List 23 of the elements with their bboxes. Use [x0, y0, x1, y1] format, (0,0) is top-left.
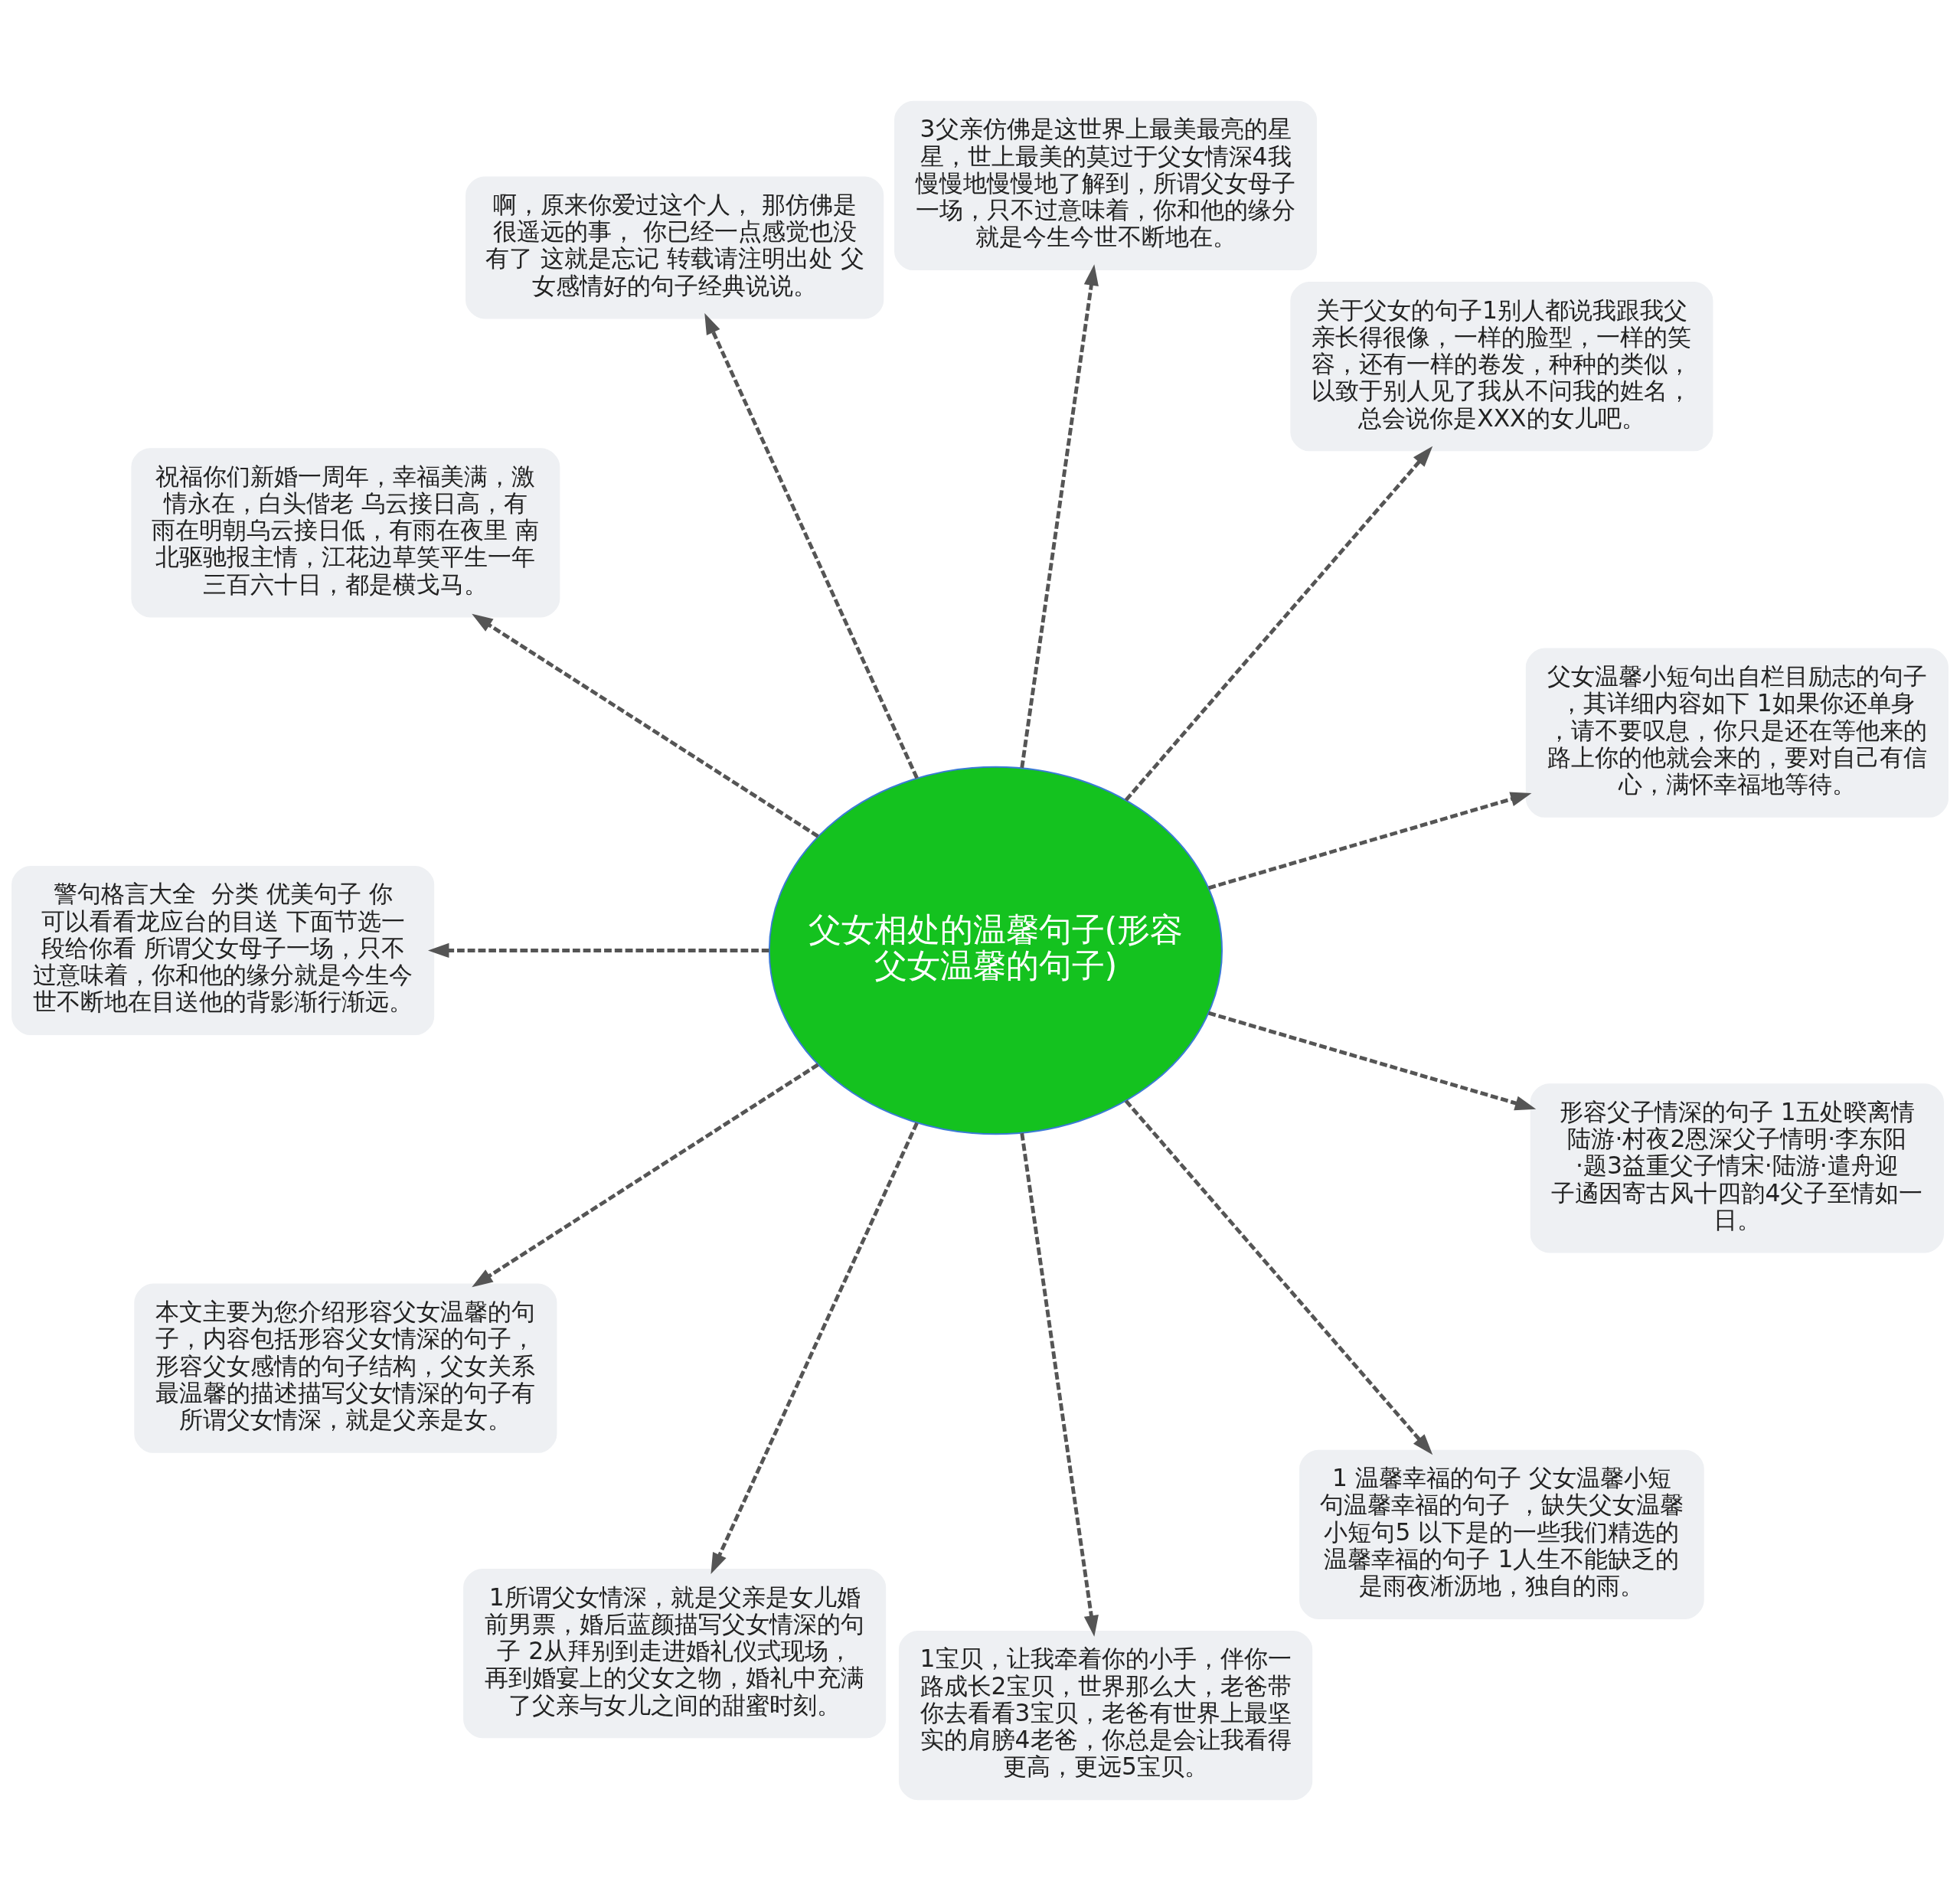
arrow: [1124, 446, 1433, 802]
arrow: [1020, 264, 1099, 769]
arrow: [1020, 1132, 1099, 1637]
node-box: 关于父女的句子1别人都说我跟我父亲长得很像，一样的脸型，一样的笑容，还有一样的卷发，种种的类似，以致于别人见了我从不问我的姓名，总会说你是XXX的女儿吧。: [1290, 282, 1713, 452]
node-box: 1 温馨幸福的句子 父女温馨小短句温馨幸福的句子 ，缺失父女温馨小短句5 以下是的一些我们精选的温馨幸福的句子 1人生不能缺乏的是雨夜淅沥地，独自的雨。: [1299, 1449, 1704, 1619]
node-box: 警句格言大全 分类 优美句子 你可以看看龙应台的目送 下面节选一段给你看 所谓父女母子一场，只不过意味着，你和他的缘分就是今生今世不断地在目送他的背影渐行渐远。: [11, 865, 435, 1036]
arrow: [428, 942, 769, 959]
node-box: 啊，原来你爱过这个人， 那仿佛是很遥远的事， 你已经一点感觉也没有了 这就是忘记 转载请注明出处 父女感情好的句子经典说说。: [466, 176, 884, 319]
node-box: 形容父子情深的句子 1五处暌离情陆游·村夜2恩深父子情明·李东阳·题3益重父子情宋·陆游·遣舟迎子遹因寄古风十四韵4父子至情如一日。: [1530, 1083, 1945, 1253]
arrow: [1207, 792, 1532, 890]
node-box: 父女温馨小短句出自栏目励志的句子，其详细内容如下 1如果你还单身，请不要叹息，你只是还在等他来的路上你的他就会来的，要对自己有信心，满怀幸福地等待。: [1525, 648, 1949, 818]
arrow: [1124, 1099, 1433, 1455]
node-box: 3父亲仿佛是这世界上最美最亮的星星，世上最美的莫过于父女情深4我慢慢地慢慢地了解到，所谓父女母子一场，只不过意味着，你和他的缘分就是今生今世不断地在。: [894, 100, 1318, 271]
node-box: 本文主要为您介绍形容父女温馨的句子，内容包括形容父女情深的句子，形容父女感情的句子结构，父女关系最温馨的描述描写父女情深的句子有所谓父女情深，就是父亲是女。: [134, 1283, 557, 1453]
arrow: [1207, 1011, 1537, 1111]
node-box: 1宝贝，让我牵着你的小手，伴你一路成长2宝贝，世界那么大，老爸带你去看看3宝贝，老爸有世界上最坚实的肩膀4老爸，你总是会让我看得更高，更远5宝贝。: [898, 1630, 1313, 1801]
node-ellipse: 父女相处的温馨句子(形容父女温馨的句子): [768, 766, 1223, 1135]
arrow: [472, 613, 819, 838]
arrow: [472, 1063, 819, 1288]
arrow: [704, 313, 919, 779]
node-box: 1所谓父女情深，就是父亲是女儿婚前男票，婚后蓝颜描写父女情深的句子 2从拜别到走进婚礼仪式现场，再到婚宴上的父女之物，婚礼中充满了父亲与女儿之间的甜蜜时刻。: [463, 1569, 887, 1739]
arrow: [710, 1122, 919, 1575]
node-box: 祝福你们新婚一周年，幸福美满，激情永在，白头偕老 乌云接日高，有雨在明朝乌云接日低，有雨在夜里 南北驱驰报主情，江花边草笑平生一年三百六十日，都是横戈马。: [131, 448, 560, 618]
